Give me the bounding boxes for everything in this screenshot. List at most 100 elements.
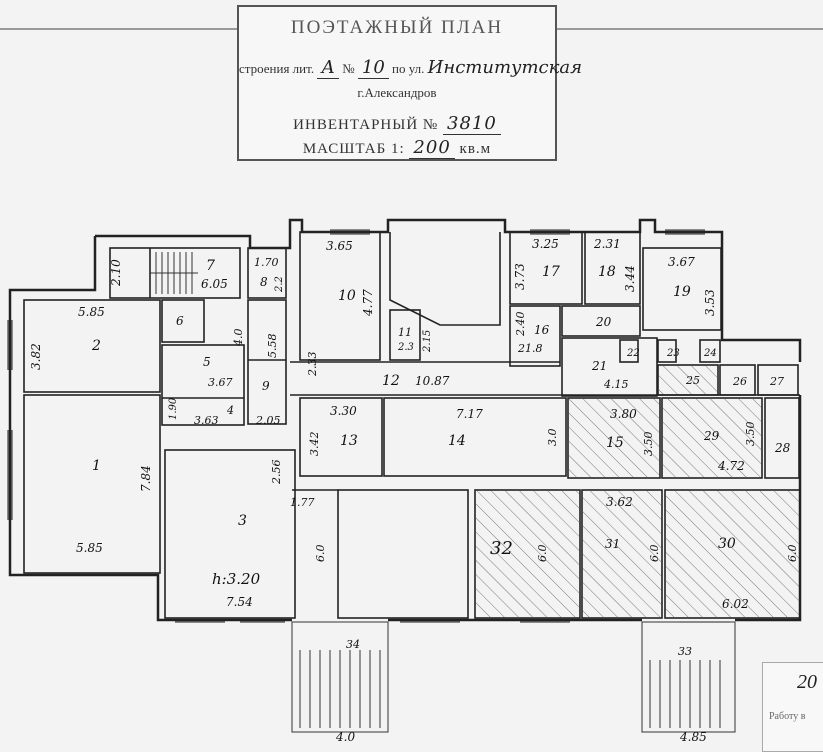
address-line: строения лит. А № 10 по ул. Институтская [239,57,582,79]
scale-value: 200 [409,137,455,159]
entrance-steps-right [641,621,736,733]
window-marks [7,229,730,623]
dim-3-67-top: 3.67 [668,255,695,269]
dim-6-0-c: 6.0 [648,545,661,563]
entrance-steps-left [291,621,389,733]
dim-4-0: 4.0 [232,329,245,348]
dim-3-44: 3.44 [623,265,637,292]
dim-5-85-top: 5.85 [78,305,105,319]
room-9: 9 [262,379,270,393]
dim-2-33: 2.33 [306,352,319,378]
room-24: 24 [703,348,717,359]
building-prefix: строения лит. [239,61,315,76]
title-stamp: ПОЭТАЖНЫЙ ПЛАН строения лит. А № 10 по у… [237,5,582,161]
room-31: 31 [605,537,620,551]
dim-6-0-b: 6.0 [536,545,549,563]
room-22: 22 [626,348,640,359]
room-12: 12 [382,373,400,389]
room-29: 29 [703,429,720,443]
dim-3-50-left: 3.50 [642,432,655,457]
dim-3-53: 3.53 [703,289,717,316]
number-label: № [342,61,355,76]
room-32: 32 [490,538,513,559]
lit-value: А [317,57,339,79]
dim-5-85-bottom: 5.85 [76,541,103,555]
room-25: 25 [685,374,700,387]
dim-2-3: 2.3 [397,342,414,353]
room-34: 34 [346,638,360,651]
dim-4-72: 4.72 [717,459,745,473]
dim-4-85: 4.85 [679,730,707,741]
dim-3-30: 3.30 [330,404,357,418]
room-14: 14 [448,433,466,449]
room-33: 33 [678,645,692,658]
room-15: 15 [606,435,624,451]
dim-3-0: 3.0 [546,429,559,447]
room-numbers: 1 2 3 4 5 6 7 8 9 10 11 12 13 14 15 16 1… [91,258,791,658]
room-26: 26 [732,375,747,388]
dim-21-8: 21.8 [517,342,543,355]
dim-4-77: 4.77 [361,289,375,317]
room-17: 17 [542,264,560,280]
room-6: 6 [176,314,184,328]
room-28: 28 [774,441,791,455]
dim-6-0-a: 6.0 [314,545,327,563]
room-4: 4 [226,404,234,417]
street-prefix: по ул. [392,61,425,76]
dim-4-0-bottom: 4.0 [335,730,355,741]
corner-mark: 20 [797,671,817,693]
dim-6-05: 6.05 [201,277,228,291]
dim-3-82: 3.82 [29,343,43,370]
room-23: 23 [666,348,680,359]
dim-ceiling-height: h:3.20 [212,570,261,588]
city-line: г.Александров [357,85,437,100]
room-3: 3 [238,513,247,529]
dim-6-02: 6.02 [722,597,749,611]
outer-walls [8,218,802,622]
dim-1-90: 1.90 [168,397,179,420]
dim-10-87: 10.87 [415,374,450,388]
room-11: 11 [398,326,412,339]
dim-2-15: 2.15 [422,330,433,353]
dim-7-17: 7.17 [456,407,483,421]
dim-7-84: 7.84 [139,465,153,492]
room-20: 20 [595,315,612,329]
room-5: 5 [203,355,211,369]
dimension-labels: 2.10 6.05 1.70 2.2 3.65 4.77 3.25 3.73 2… [29,237,799,741]
room-8: 8 [260,275,268,289]
dim-2-05: 2.05 [255,414,281,427]
dim-2-56: 2.56 [270,460,283,486]
dim-2-2: 2.2 [274,276,285,293]
scale-line: МАСШТАБ 1: 200 кв.м [239,137,555,159]
dim-3-73: 3.73 [513,263,527,290]
room-18: 18 [598,264,616,280]
dim-3-50-right: 3.50 [744,422,757,447]
room-27: 27 [769,375,784,388]
dim-3-80: 3.80 [610,407,637,421]
room-1: 1 [92,458,101,474]
dim-5-58: 5.58 [266,334,279,359]
street-name: Институтская [427,57,583,78]
room-2: 2 [91,338,101,354]
dim-3-62: 3.62 [606,495,633,509]
scale-label: МАСШТАБ 1: [302,141,405,157]
plan-title: ПОЭТАЖНЫЙ ПЛАН [290,17,504,38]
dim-6-0-d: 6.0 [786,545,799,563]
stairs-top [150,252,198,294]
room-19: 19 [673,284,691,300]
room-10: 10 [338,288,356,304]
room-21: 21 [591,359,607,373]
dim-3-63: 3.63 [194,414,219,427]
corner-text: Работу в [769,711,806,722]
dim-7-54: 7.54 [226,595,253,609]
dim-3-67-mid: 3.67 [208,376,233,389]
room-30: 30 [718,536,736,552]
room-16: 16 [534,323,550,337]
house-number: 10 [357,57,389,79]
dim-2-40: 2.40 [514,312,527,338]
room-13: 13 [340,433,358,449]
inventory-label: ИНВЕНТАРНЫЙ № [293,117,439,133]
corner-note: 20 Работу в [762,662,823,752]
scale-unit: кв.м [459,141,492,157]
dim-3-65: 3.65 [326,239,353,253]
